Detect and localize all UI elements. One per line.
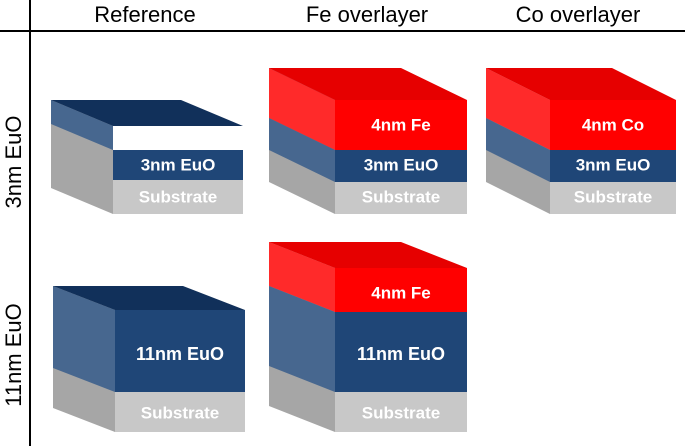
header-co-overlayer: Co overlayer (515, 2, 641, 27)
block-fe-11nm: 4nm Fe 11nm EuO Substrate (269, 242, 467, 432)
block-reference-11nm: 11nm EuO Substrate (53, 286, 245, 432)
layer-label-substrate: Substrate (574, 187, 652, 206)
header-fe-overlayer: Fe overlayer (305, 2, 429, 27)
layer-label-4nm-co: 4nm Co (582, 115, 644, 134)
layer-label-4nm-fe: 4nm Fe (371, 283, 431, 302)
block-co-3nm: 4nm Co 3nm EuO Substrate (486, 68, 676, 214)
header-reference: Reference (94, 2, 196, 27)
layer-label-11nm-euo: 11nm EuO (357, 344, 445, 364)
layer-label-substrate: Substrate (141, 403, 219, 422)
layer-label-3nm-euo: 3nm EuO (576, 155, 651, 174)
layer-label-11nm-euo: 11nm EuO (136, 344, 224, 364)
block-reference-3nm: 3nm EuO Substrate (51, 100, 243, 214)
layer-label-substrate: Substrate (362, 403, 440, 422)
layer-label-substrate: Substrate (139, 187, 217, 206)
block-fe-3nm: 4nm Fe 3nm EuO Substrate (269, 68, 467, 214)
layer-label-3nm-euo: 3nm EuO (141, 155, 216, 174)
layer-label-substrate: Substrate (362, 187, 440, 206)
layer-label-3nm-euo: 3nm EuO (364, 155, 439, 174)
layer-label-4nm-fe: 4nm Fe (371, 115, 431, 134)
